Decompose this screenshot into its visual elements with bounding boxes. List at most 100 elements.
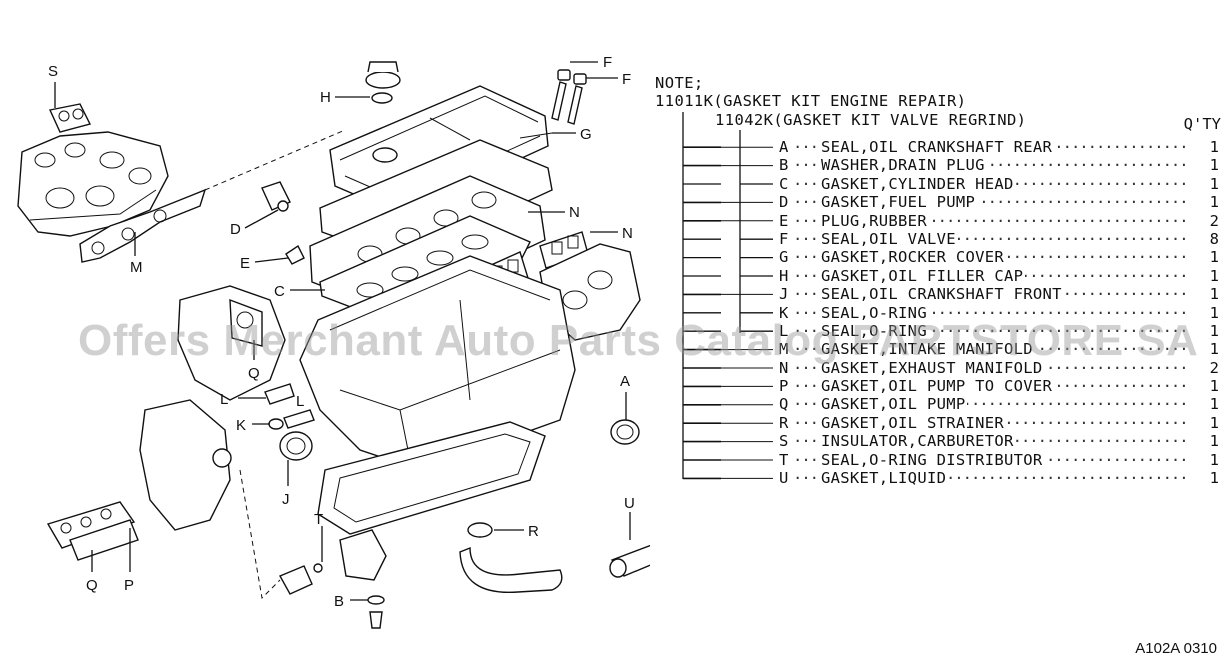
part-description: GASKET,ROCKER COVER: [821, 248, 1007, 267]
part-description: GASKET,OIL STRAINER: [821, 413, 1007, 433]
part-code: T: [779, 450, 789, 469]
leader-dots: ········: [793, 138, 819, 156]
callout-P: P: [124, 577, 134, 594]
part-qty: 1: [1209, 285, 1219, 304]
callout-Q1: Q: [248, 365, 260, 382]
part-description: WASHER,DRAIN PLUG: [821, 156, 987, 175]
part-code: A: [779, 138, 789, 156]
part-code: J: [779, 285, 789, 304]
part-liquid-gasket-tube: [609, 544, 650, 578]
part-description: GASKET,OIL PUMP: [821, 395, 968, 414]
part-row-u: U·······································…: [779, 469, 1219, 488]
part-description: SEAL,O-RING: [821, 303, 929, 322]
part-qty: 1: [1209, 156, 1219, 175]
callout-D: D: [230, 221, 241, 238]
part-description: PLUG,RUBBER: [821, 211, 929, 230]
part-oil-pump: [69, 519, 139, 561]
part-qty: 8: [1209, 229, 1219, 248]
callout-J: J: [282, 491, 290, 508]
parts-list: A·······································…: [779, 138, 1219, 488]
part-row-q: Q·······································…: [779, 395, 1219, 414]
part-description: GASKET,CYLINDER HEAD: [821, 174, 1016, 194]
part-oil-strainer: [459, 546, 563, 594]
part-cylinder-block: [299, 255, 576, 471]
part-code: Q: [779, 395, 789, 414]
part-description: GASKET,OIL FILLER CAP: [821, 266, 1026, 286]
part-oil-strainer-gasket: [467, 522, 493, 538]
part-code: M: [779, 340, 789, 359]
part-crankshaft-front-seal: [279, 431, 313, 461]
part-front-cover: [177, 285, 286, 401]
callout-L2: L: [296, 393, 304, 410]
part-fuel-pump-gasket: [261, 181, 291, 212]
part-qty: 1: [1209, 174, 1219, 193]
part-qty: 1: [1209, 377, 1219, 396]
leader-dots: ········: [793, 248, 819, 267]
part-code: F: [779, 229, 789, 248]
leader-dots: ········: [793, 377, 819, 396]
leader-dots: ········: [793, 340, 819, 359]
part-description: GASKET,EXHAUST MANIFOLD: [821, 358, 1045, 378]
parts-note-block: NOTE; 11011K(GASKET KIT ENGINE REPAIR) 1…: [655, 74, 1225, 488]
part-qty: 1: [1209, 266, 1219, 285]
callout-B: B: [334, 593, 344, 610]
leader-dots: ········: [793, 266, 819, 285]
part-description: SEAL,O-RING: [821, 321, 929, 341]
part-row-m: M·······································…: [779, 340, 1219, 359]
part-qty: 1: [1209, 138, 1219, 156]
leader-dots: ········: [793, 395, 819, 414]
callout-F2: F: [622, 71, 631, 88]
part-qty: 1: [1209, 193, 1219, 212]
part-distributor: [279, 529, 387, 595]
part-o-ring-K: [268, 409, 315, 430]
part-intake-manifold-gasket: [79, 188, 207, 263]
part-qty: 1: [1209, 432, 1219, 451]
part-code: D: [779, 193, 789, 212]
leader-dots: ········: [793, 193, 819, 212]
part-row-d: D·······································…: [779, 193, 1219, 212]
kit-valve-regrind: 11042K(GASKET KIT VALVE REGRIND): [715, 110, 1027, 129]
part-row-j: J·······································…: [779, 285, 1219, 304]
note-title: NOTE;: [655, 74, 704, 92]
part-row-b: B·······································…: [779, 156, 1219, 175]
part-oil-pump-gasket: [46, 501, 136, 549]
part-qty: 1: [1209, 248, 1219, 267]
part-o-ring-L: [264, 383, 295, 405]
qty-header: Q'TY: [1183, 115, 1221, 133]
leader-dots: ········: [793, 229, 819, 248]
callout-F1: F: [603, 54, 612, 71]
part-rubber-plug: [285, 244, 305, 265]
callout-L: L: [220, 391, 228, 408]
part-row-t: T·······································…: [779, 450, 1219, 470]
part-qty: 1: [1209, 469, 1219, 488]
kit-engine-repair: 11011K(GASKET KIT ENGINE REPAIR): [655, 92, 967, 111]
callout-N2: N: [622, 225, 633, 242]
part-row-c: C·······································…: [779, 174, 1219, 194]
kit-tree-lines: [682, 112, 773, 480]
part-qty: 1: [1209, 340, 1219, 359]
leader-dots: ········: [793, 211, 819, 230]
part-code: L: [779, 321, 789, 340]
part-code: C: [779, 174, 789, 193]
part-code: B: [779, 156, 789, 175]
engine-exploded-diagram: S M H G F F: [17, 54, 650, 629]
part-row-s: S·······································…: [779, 432, 1219, 451]
part-description: INSULATOR,CARBURETOR: [821, 432, 1016, 451]
part-code: N: [779, 358, 789, 377]
part-drain-plug-washer: [367, 595, 385, 629]
part-row-l: L·······································…: [779, 321, 1219, 341]
part-oil-pump-cover: [139, 399, 232, 531]
part-code: P: [779, 377, 789, 396]
part-description: SEAL,O-RING DISTRIBUTOR: [821, 450, 1045, 470]
part-row-a: A·······································…: [779, 138, 1219, 157]
part-qty: 1: [1209, 413, 1219, 432]
part-code: E: [779, 211, 789, 230]
leader-dots: ········: [793, 321, 819, 340]
part-row-f: F·······································…: [779, 229, 1219, 249]
part-intake-manifold: [17, 131, 169, 237]
callout-M: M: [130, 259, 143, 276]
part-qty: 2: [1209, 211, 1219, 230]
part-qty: 1: [1209, 395, 1219, 414]
leader-dots: ········: [793, 413, 819, 432]
part-code: U: [779, 469, 789, 488]
